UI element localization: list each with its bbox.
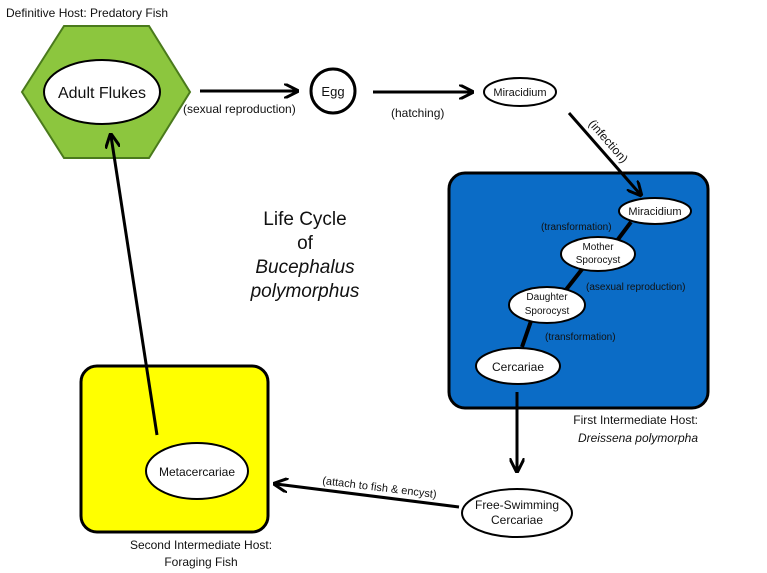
free-swimming-cercariae-node [461,488,573,538]
title-line-1: Life Cycle [263,209,347,230]
miracidium-free-node [483,77,557,107]
transformation-label-2: (transformation) [545,332,616,343]
arrow-attach [276,484,460,509]
mother-sporocyst-label-1: Mother [582,242,614,253]
transformation-label-1: (transformation) [541,222,612,233]
connector-mother-daughter [563,266,585,293]
sexual-reproduction-label: (sexual reproduction) [183,102,296,116]
miracidium-host-node [618,197,692,225]
cercariae-node [475,347,561,385]
egg-node [309,67,357,115]
metacercariae-node [145,442,249,500]
daughter-sporocyst-label-1: Daughter [526,292,568,303]
title-line-2: of [297,233,313,254]
asexual-reproduction-label: (asexual reproduction) [586,282,686,293]
adult-flukes-node [43,59,161,125]
definitive-host-label: Definitive Host: Predatory Fish [6,6,168,20]
first-host-label-2: Dreissena polymorpha [578,431,698,445]
mother-sporocyst-node [560,236,636,272]
mother-sporocyst-label-2: Sporocyst [576,255,621,266]
diagram-title: Life Cycle of Bucephalus polymorphus [220,208,390,304]
arrow-infection [567,112,640,194]
second-host-label-2: Foraging Fish [164,555,237,569]
title-line-4: polymorphus [250,281,360,302]
arrow-ingestion [111,136,159,436]
adult-flukes-label: Adult Flukes [58,85,146,102]
daughter-sporocyst-node [508,286,586,324]
metacercariae-label: Metacercariae [159,465,235,479]
miracidium-host-label: Miracidium [628,206,681,218]
first-host-label-1: First Intermediate Host: [573,413,698,427]
hatching-label: (hatching) [391,106,444,120]
free-swimming-label-2: Cercariae [491,513,543,527]
second-host-label-1: Second Intermediate Host: [130,538,272,552]
egg-label: Egg [321,84,344,99]
free-swimming-label-1: Free-Swimming [475,498,559,512]
connector-daughter-cercariae [520,320,533,348]
daughter-sporocyst-label-2: Sporocyst [525,306,570,317]
connector-miracidium-mother [614,220,633,244]
title-line-3: Bucephalus [255,257,355,278]
miracidium-free-label: Miracidium [493,87,546,99]
cercariae-label: Cercariae [492,360,544,374]
